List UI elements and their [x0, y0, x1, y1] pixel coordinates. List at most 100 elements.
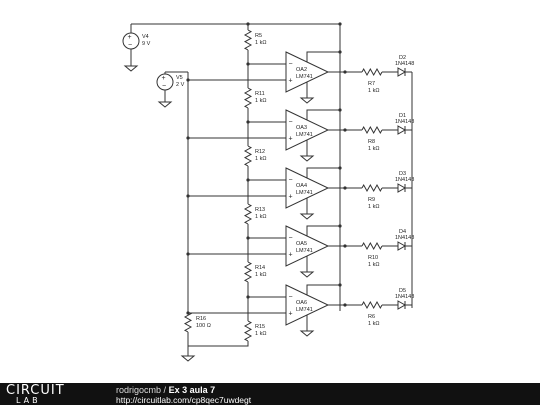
junction-dots	[246, 22, 342, 26]
r11-value: 1 kΩ	[255, 98, 266, 104]
opamp-label: OA4	[296, 183, 307, 189]
inverting-sign: −	[289, 235, 293, 242]
r13-value: 1 kΩ	[255, 214, 266, 220]
diode-label: D5	[399, 288, 406, 294]
junction-dot	[343, 303, 347, 307]
circuitlab-logo[interactable]: CIRCUIT LAB	[6, 383, 100, 405]
diode-model: 1N4148	[395, 119, 414, 125]
junction-dot	[338, 50, 342, 54]
junction-dot	[246, 22, 250, 26]
diode-cathode	[404, 301, 412, 309]
r16-label: R16	[196, 316, 206, 322]
ground-symbol	[299, 268, 315, 278]
r16-resistor	[183, 311, 193, 333]
r11-label: R11	[255, 91, 265, 97]
series-resistor	[361, 125, 383, 135]
ladder-labels: R5 1 kΩ R11 1 kΩ R12 1 kΩ R13 1 kΩ R14 1…	[196, 33, 266, 337]
opamp-vplus-wire	[306, 225, 340, 236]
ladder-resistor	[243, 87, 253, 109]
junction-dot	[343, 186, 347, 190]
resistor-value: 1 kΩ	[368, 262, 379, 268]
diode-symbol	[397, 183, 407, 193]
svg-text:−: −	[162, 83, 166, 90]
ladder-resistor	[243, 261, 253, 283]
junction-dot	[246, 295, 250, 299]
diode-label: D3	[399, 171, 406, 177]
noninverting-sign: +	[289, 136, 293, 143]
junction-dot	[246, 120, 250, 124]
junction-dot	[186, 252, 190, 256]
junction-dot	[246, 178, 250, 182]
resistor-value: 1 kΩ	[368, 88, 379, 94]
logo-text-lab: LAB	[16, 396, 41, 405]
opamp-vplus-wire	[306, 51, 340, 62]
r12-value: 1 kΩ	[255, 156, 266, 162]
diode-model: 1N4148	[395, 235, 414, 241]
resistor-value: 1 kΩ	[368, 146, 379, 152]
svg-text:−: −	[128, 42, 132, 49]
ladder-resistor	[243, 145, 253, 167]
opamp-vplus-wire	[306, 109, 340, 120]
junction-dot	[338, 224, 342, 228]
svg-text:+: +	[128, 34, 132, 41]
r12-label: R12	[255, 149, 265, 155]
logo-text-circuit: CIRCUIT	[6, 383, 65, 398]
ground-symbol	[299, 327, 315, 337]
opamp-vplus-wire	[306, 284, 340, 295]
series-resistor	[361, 241, 383, 251]
author-link[interactable]: rodrigocmb	[116, 385, 162, 395]
r13-label: R13	[255, 207, 265, 213]
footer-bar: CIRCUIT LAB rodrigocmb / Ex 3 aula 7 htt…	[0, 383, 540, 405]
resistor-label: R10	[368, 255, 378, 261]
noninverting-sign: +	[289, 252, 293, 259]
diode-cathode	[404, 68, 412, 76]
circuit-url[interactable]: http://circuitlab.com/cp8qec7uwdegt	[116, 395, 252, 405]
circuit-schematic: + − V4 9 V + − V5 2 V R5 1 kΩ R11 1 kΩ R…	[122, 22, 414, 362]
resistor-value: 1 kΩ	[368, 321, 379, 327]
ladder-resistors	[183, 29, 253, 342]
diode-model: 1N4148	[395, 294, 414, 300]
r16-value: 100 Ω	[196, 323, 211, 329]
diode-cathode	[404, 126, 412, 134]
resistor-label: R9	[368, 197, 375, 203]
r14-value: 1 kΩ	[255, 272, 266, 278]
resistor-label: R6	[368, 314, 375, 320]
resistor-label: R7	[368, 81, 375, 87]
noninverting-sign: +	[289, 311, 293, 318]
diode-label: D4	[399, 229, 406, 235]
v4-value: 9 V	[142, 41, 151, 47]
junction-dot	[338, 283, 342, 287]
separator: /	[163, 385, 167, 395]
junction-dot	[343, 128, 347, 132]
diode-model: 1N4148	[395, 177, 414, 183]
resistor-value: 1 kΩ	[368, 204, 379, 210]
v5-value: 2 V	[176, 82, 185, 88]
series-resistor	[361, 300, 383, 310]
series-resistor	[361, 183, 383, 193]
ground-symbols	[123, 62, 196, 362]
ground-symbol	[180, 352, 196, 362]
opamp-model: LM741	[296, 307, 313, 313]
inverting-sign: −	[289, 294, 293, 301]
diode-symbol	[397, 67, 407, 77]
diode-symbol	[397, 300, 407, 310]
ground-symbol	[157, 98, 173, 108]
junction-dot	[186, 311, 190, 315]
junction-dot	[246, 62, 250, 66]
credit-line: rodrigocmb / Ex 3 aula 7	[116, 385, 215, 395]
diode-cathode	[404, 184, 412, 192]
inverting-sign: −	[289, 61, 293, 68]
diode-symbol	[397, 125, 407, 135]
source-v5: + − V5 2 V	[156, 73, 185, 91]
ladder-resistor	[243, 203, 253, 225]
diode-symbol	[397, 241, 407, 251]
opamp-label: OA6	[296, 300, 307, 306]
inverting-sign: −	[289, 119, 293, 126]
junction-dot	[186, 78, 190, 82]
wires	[130, 23, 413, 352]
junction-dot	[343, 244, 347, 248]
